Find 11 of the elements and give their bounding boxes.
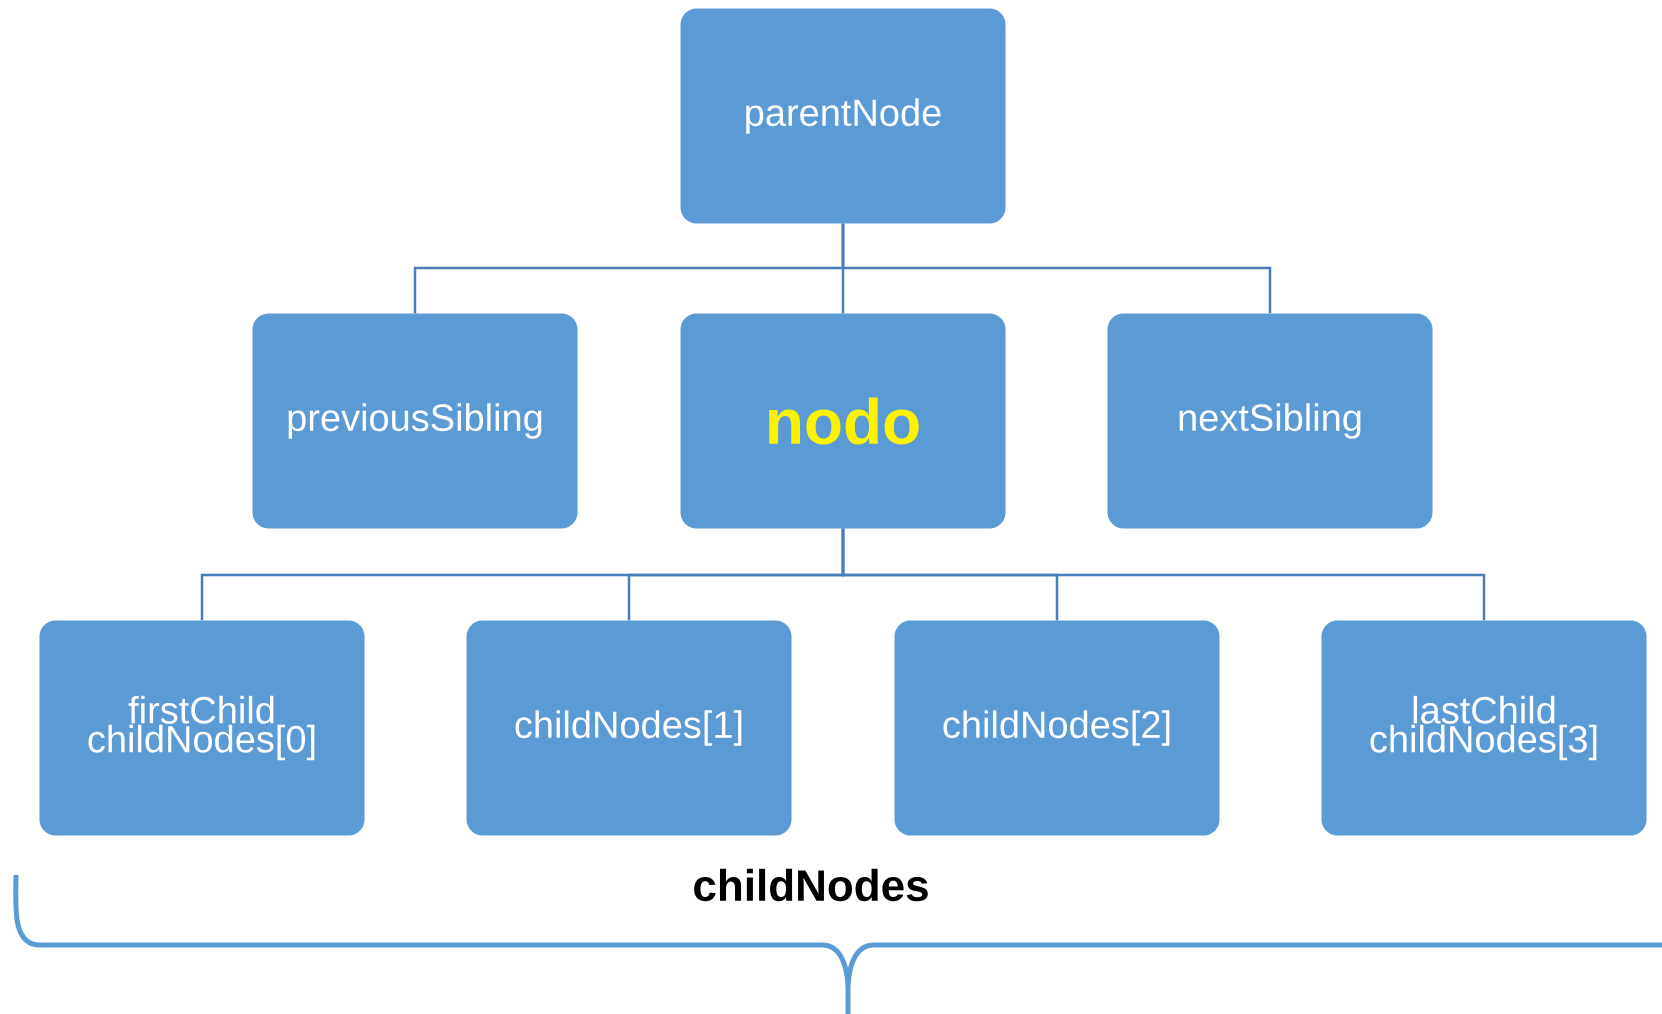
node-box: parentNode <box>680 8 1006 224</box>
node-box: lastChild childNodes[3] <box>1321 620 1647 836</box>
node-box: firstChild childNodes[0] <box>39 620 365 836</box>
highlighted-node-box: nodo <box>680 313 1006 529</box>
node-box: nextSibling <box>1107 313 1433 529</box>
node-box: previousSibling <box>252 313 578 529</box>
node-box: childNodes[2] <box>894 620 1220 836</box>
connector-line <box>841 528 1486 621</box>
node-box: childNodes[1] <box>466 620 792 836</box>
brace-label: childNodes <box>694 868 928 902</box>
connector-line <box>841 223 1272 314</box>
